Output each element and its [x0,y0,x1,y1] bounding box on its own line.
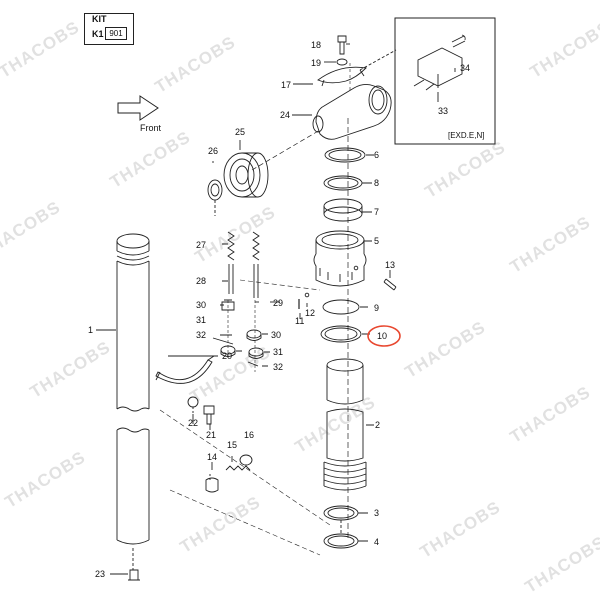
callout-30b: 30 [271,330,282,340]
callout-34: 34 [460,63,471,73]
callout-23: 23 [95,569,106,579]
callout-24: 24 [280,110,291,120]
callout-12: 12 [305,308,316,318]
callout-30a: 30 [196,300,207,310]
callout-8: 8 [374,178,380,188]
callout-17: 17 [281,80,292,90]
inset-box [394,17,496,145]
callout-29: 29 [273,298,284,308]
callout-5: 5 [374,236,380,246]
highlight-circle [367,325,401,347]
front-label: Front [140,123,162,133]
callout-4: 4 [374,537,380,547]
kit-number: 901 [105,27,127,40]
callout-27: 27 [196,240,207,250]
callout-26: 26 [208,146,219,156]
callout-19: 19 [311,58,322,68]
callout-10: 10 [377,331,388,341]
callout-31b: 31 [273,347,284,357]
callout-9: 9 [374,303,380,313]
callout-7: 7 [374,207,380,217]
callout-11: 11 [295,316,305,326]
callout-32b: 32 [273,362,284,372]
callout-1: 1 [88,325,94,335]
callout-14: 14 [207,452,218,462]
callout-20: 20 [222,351,233,361]
callout-31a: 31 [196,315,207,325]
callout-32a: 32 [196,330,207,340]
kit-label: KIT [92,14,107,24]
callout-28: 28 [196,276,207,286]
front-arrow-icon [117,95,159,121]
callout-22: 22 [188,418,199,428]
callout-6: 6 [374,150,380,160]
callout-21: 21 [206,430,217,440]
inset-label: [EXD.E,N] [448,131,485,140]
kit-code: K1 [92,29,104,39]
callout-33: 33 [438,106,449,116]
callout-25: 25 [235,127,246,137]
callout-2: 2 [375,420,381,430]
callout-15: 15 [227,440,238,450]
callout-18: 18 [311,40,322,50]
callout-16: 16 [244,430,255,440]
callout-13: 13 [385,260,396,270]
callout-3: 3 [374,508,380,518]
